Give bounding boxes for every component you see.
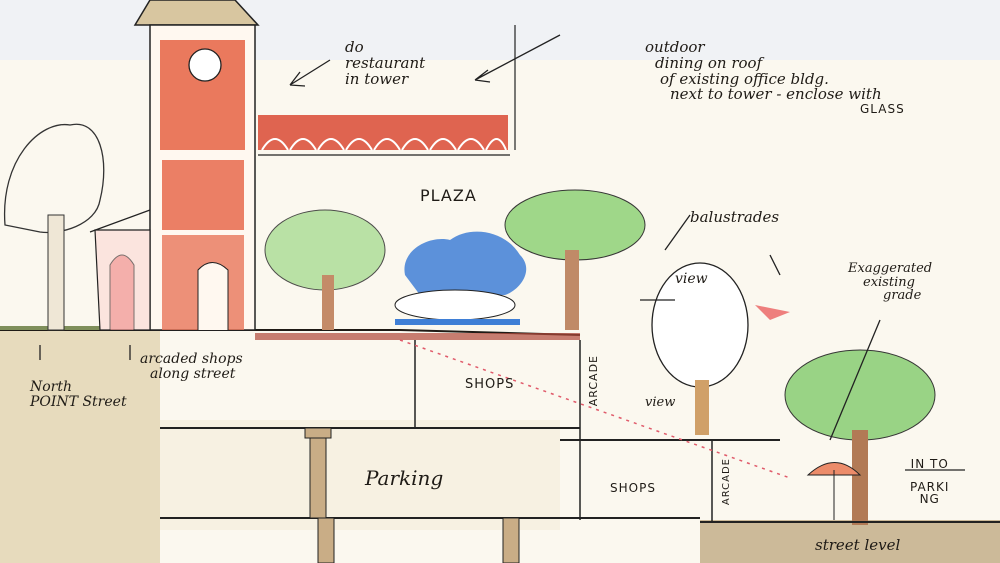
grade-line-1: Exaggerated (848, 261, 933, 276)
plaza-tree-right (504, 189, 646, 330)
street-tree (784, 349, 936, 525)
restaurant-line-3: in tower (345, 69, 409, 88)
parking-label: Parking (365, 466, 444, 490)
plaza-deck (255, 333, 580, 340)
shops-lower-label: SHOPS (610, 481, 656, 495)
outdoor-line-3: of existing office bldg. (660, 69, 829, 88)
north-point-street-label: North POINT Street (30, 380, 127, 409)
left-tree-canopy (3, 123, 105, 234)
into-parking-label: IN TO PARKI NG (910, 458, 949, 506)
north-point-line-2: POINT Street (30, 393, 127, 410)
north-point-line-1: North (30, 379, 73, 395)
arcade-lower-label: ARCADE (721, 458, 732, 506)
restaurant-line-2: restaurant (345, 53, 426, 72)
outdoor-line-1: outdoor (645, 38, 705, 56)
arcaded-line-2: along street (150, 365, 236, 382)
grade-line-3: grade (883, 288, 922, 304)
mid-ground-fill (160, 420, 560, 530)
into-parking-line-1: IN TO (910, 457, 949, 471)
outdoor-dining-note: outdoor dining on roof of existing offic… (645, 38, 905, 116)
parking-columns (304, 427, 520, 563)
view-label-lower: view (645, 395, 676, 410)
left-tree-trunk (47, 214, 65, 331)
view-tree (651, 262, 749, 435)
cafe-umbrella (806, 462, 862, 520)
into-parking-line-3: NG (919, 492, 940, 507)
restaurant-line-1: do (345, 38, 364, 56)
annotation-arrows (39, 34, 965, 471)
grade-line-2: existing (863, 274, 915, 290)
restaurant-note: do restaurant in tower (345, 38, 426, 88)
view-label-upper: view (675, 271, 708, 287)
grade-line (399, 339, 791, 479)
flag (755, 305, 790, 320)
outdoor-line-5: GLASS (860, 102, 905, 116)
arcaded-building (89, 209, 151, 331)
arcade-upper-label: ARCADE (587, 355, 600, 407)
street-level-label: street level (815, 536, 901, 554)
arcaded-line-1: arcaded shops (140, 351, 243, 367)
plaza-label: PLAZA (420, 186, 477, 205)
roof-arcade (258, 25, 516, 156)
shops-upper-label: SHOPS (465, 377, 515, 392)
grade-note: Exaggerated existing grade (848, 262, 932, 303)
outdoor-line-2: dining on roof (655, 53, 763, 72)
arcaded-shops-label: arcaded shops along street (140, 352, 243, 381)
ground-fill (0, 330, 160, 563)
outdoor-line-4: next to tower - enclose with (670, 85, 882, 104)
plaza-tree-left (264, 209, 386, 330)
lower-ground-fill (700, 520, 1000, 563)
into-parking-line-2: PARKI (910, 479, 950, 494)
clock-tower (133, 0, 260, 331)
balustrades-label: balustrades (690, 208, 780, 226)
fountain (394, 231, 527, 325)
